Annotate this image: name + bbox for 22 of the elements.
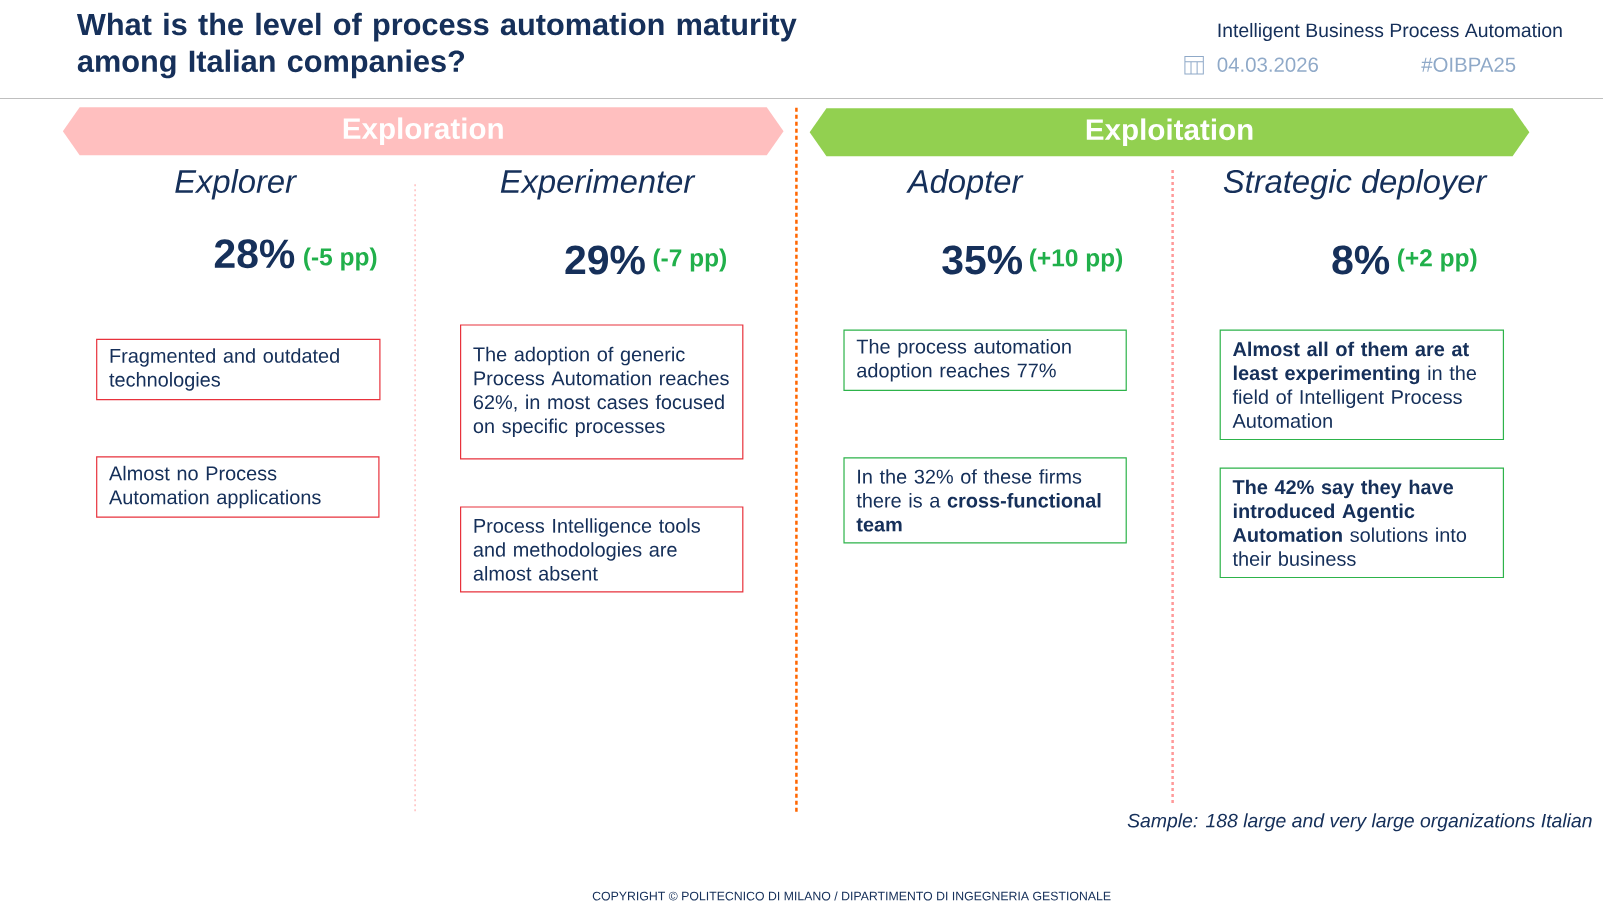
percentage-value: 8%: [1332, 245, 1390, 275]
hashtag-text: #OIBPA25: [1421, 57, 1516, 72]
date-text: 04.03.2026: [1217, 57, 1318, 72]
title: What is the level of process automation maturity among Italian companies?: [76, 12, 797, 79]
text-box: Process Intelligence tools and methodologies are almost absent: [460, 506, 744, 593]
percentage-value: 35%: [942, 245, 1022, 275]
change-value: (+10 pp): [1029, 248, 1123, 272]
copyright-text: COPYRIGHT © POLITECNICO DI MILANO / DIPARTIMENTO DI INGEGNERIA GESTIONALE: [592, 891, 1111, 901]
text-box: The process automation adoption reaches 77%: [843, 329, 1127, 391]
text-box: In the 32% of these firms there is a cross-functional team: [843, 457, 1127, 544]
change-value: (-5 pp): [304, 247, 377, 271]
text-box: Almost no Process Automation applications: [96, 456, 380, 518]
text-box: The adoption of generic Process Automation reaches 62%, in most cases focused on specific processes: [460, 324, 744, 460]
text-box: Fragmented and outdated technologies: [96, 338, 381, 401]
change-value: (-7 pp): [653, 248, 726, 272]
percentage-value: 28%: [214, 239, 295, 269]
change-value: (+2 pp): [1397, 248, 1477, 272]
header-text: Intelligent Business Process Automation: [1218, 22, 1562, 42]
sample-note: Sample: 188 large and very large organizations Italian: [1127, 813, 1592, 832]
percentage-value: 29%: [565, 245, 645, 275]
text-box: The 42% say they have introduced Agentic Automation solutions into their business: [1219, 467, 1504, 579]
text-box: Almost all of them are at least experimenting in the field of Intelligent Process Automation: [1219, 329, 1504, 441]
